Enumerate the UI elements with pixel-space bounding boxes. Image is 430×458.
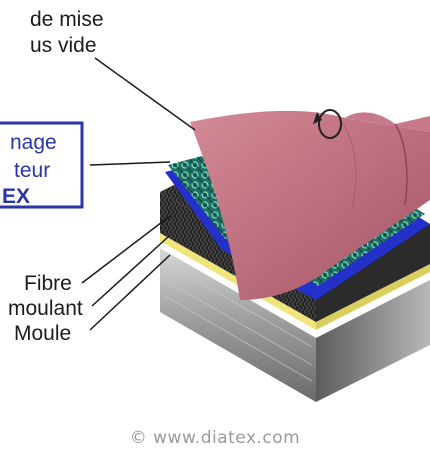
- drain-label-line2: teur: [14, 159, 51, 182]
- mould-layer: [160, 248, 430, 402]
- drain-label-line1: nage: [10, 131, 57, 154]
- copyright-watermark: © www.diatex.com: [129, 428, 301, 448]
- leader-line-mould: [89, 254, 171, 331]
- release-label: moulant: [8, 297, 83, 320]
- drain-brand-label: EX: [2, 185, 31, 208]
- bag-label-line1: de mise: [30, 8, 104, 31]
- leader-line-bag: [94, 57, 196, 131]
- label-box-outline: [0, 121, 84, 209]
- vacuum-bag-layer: [190, 110, 430, 300]
- peel-arrow-icon: [313, 109, 342, 139]
- leader-lines: [81, 57, 196, 331]
- fibre-label: Fibre: [24, 272, 72, 295]
- leader-line-release: [91, 236, 169, 307]
- mould-label: Moule: [14, 322, 72, 345]
- leader-line-fibre: [81, 215, 171, 284]
- leader-line-drain: [89, 161, 171, 166]
- bag-label-line2: us vide: [30, 34, 97, 57]
